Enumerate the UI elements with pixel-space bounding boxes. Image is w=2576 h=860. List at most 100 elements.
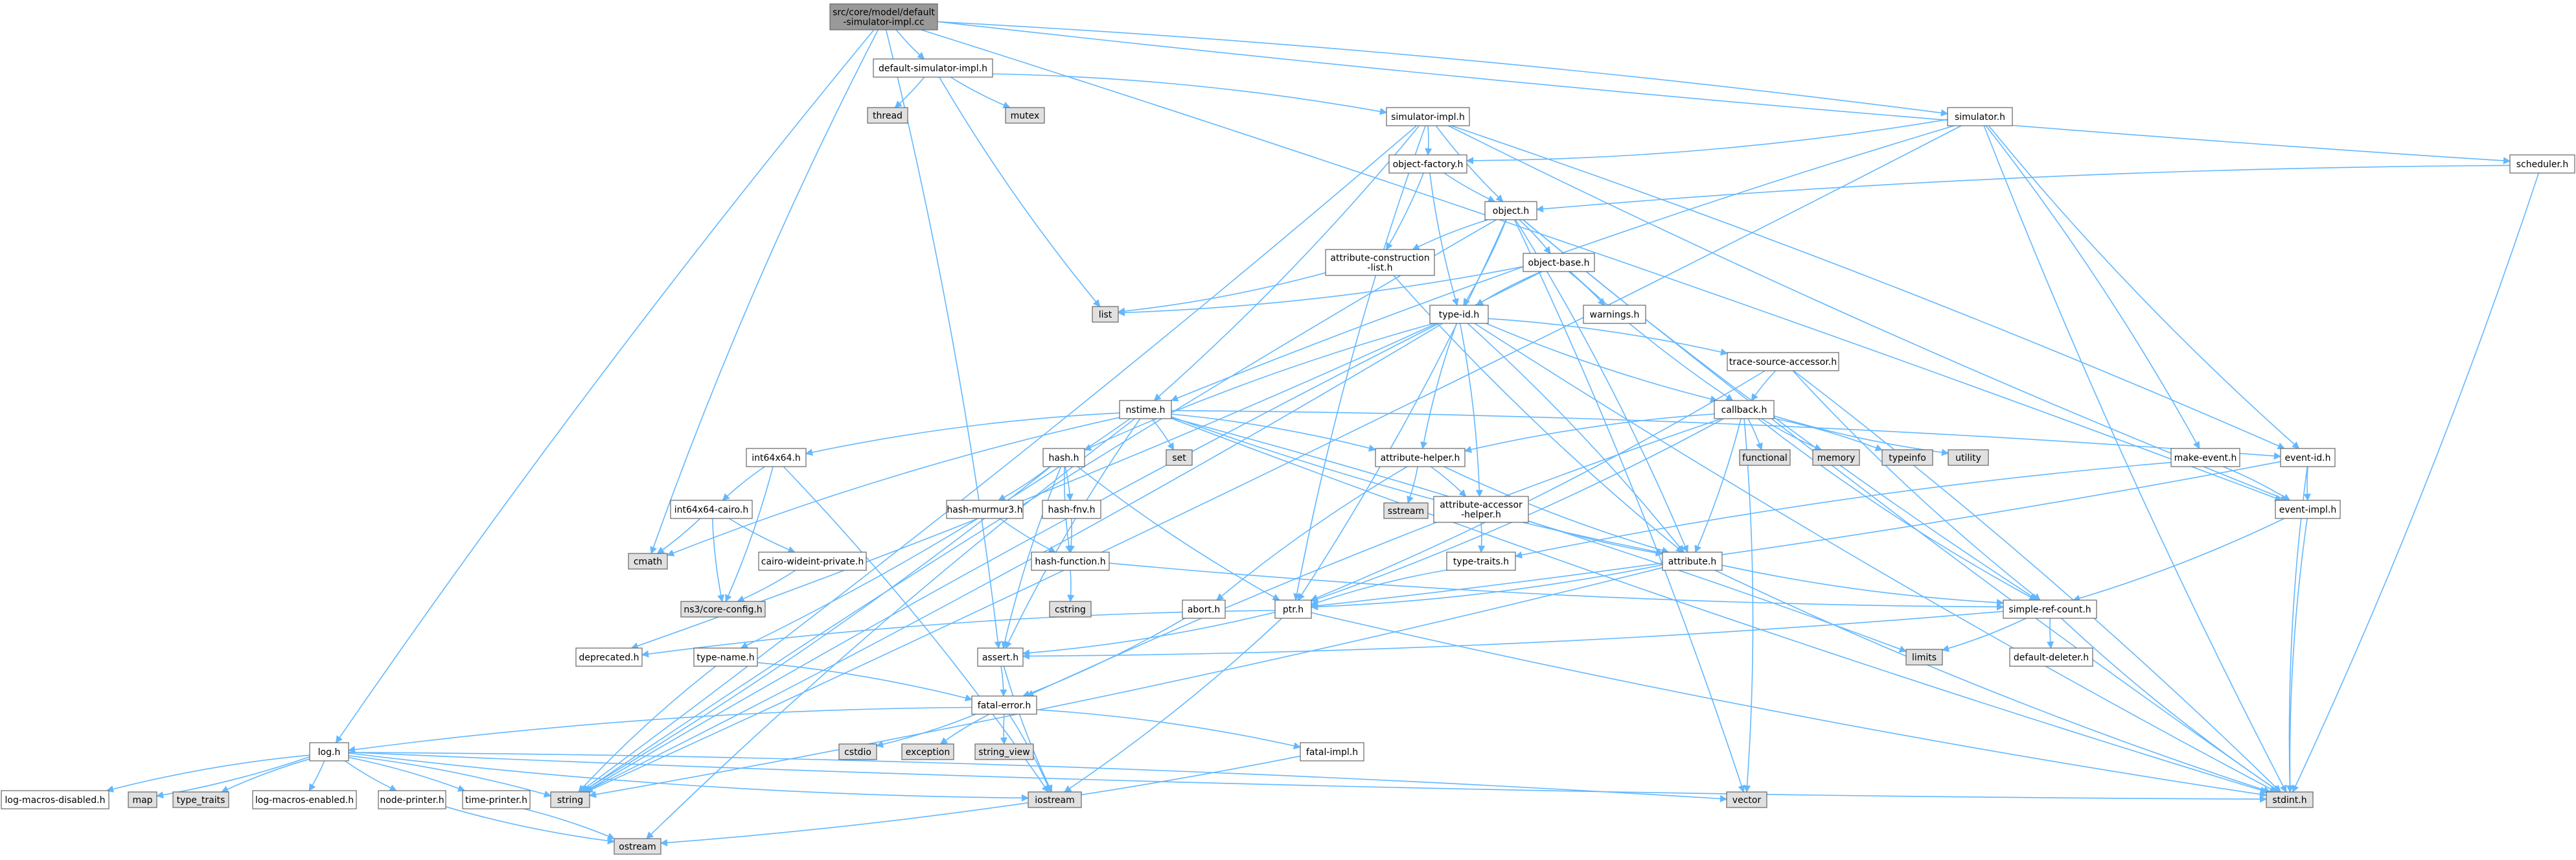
node-node-printer-h[interactable]: node-printer.h [378,790,446,809]
node-deprecated-h[interactable]: deprecated.h [575,647,643,667]
node-box [1881,449,1933,466]
node-box [1739,449,1791,466]
node-label: cstring [1055,605,1086,615]
node-attribute-helper-h[interactable]: attribute-helper.h [1375,448,1466,467]
include-edge-root-to-simulator-h [937,21,1949,117]
node-object-base-h[interactable]: object-base.h [1523,253,1595,272]
node-label: int64x64-cairo.h [674,505,748,515]
node-event-impl-h[interactable]: event-impl.h [2275,500,2341,519]
include-edge-root-to-cmath [650,29,879,555]
node-make-event-h[interactable]: make-event.h [2170,448,2240,467]
node-box [1031,552,1110,571]
include-edge-type-id-h-to-stdint-h [1474,323,2277,793]
node-label: exception [906,747,950,758]
node-label: utility [1955,453,1981,463]
include-edge-nstime-h-to-stdint-h [1171,417,2268,794]
node-warnings-h[interactable]: warnings.h [1583,305,1646,324]
include-edge-assert-h-to-fatal-error-h [1000,666,1007,697]
include-edge-callback-h-to-typeinfo [1773,417,1883,452]
node-simulator-impl-h[interactable]: simulator-impl.h [1386,107,1470,126]
node-fatal-impl-h[interactable]: fatal-impl.h [1300,742,1364,761]
node-log-macros-enabled-h[interactable]: log-macros-enabled.h [252,790,357,809]
node-box [614,838,661,855]
include-edge-callback-h-to-simple-ref-count-h [1758,418,2037,601]
include-edge-callback-h-to-fatal-error-h [1026,418,1722,697]
node-log-macros-disabled-h[interactable]: log-macros-disabled.h [1,790,109,809]
node-box [670,500,753,519]
include-edge-default-simulator-impl-h-to-thread [894,76,925,108]
node-event-id-h[interactable]: event-id.h [2280,448,2336,467]
include-edge-fatal-error-h-to-fatal-impl-h [1036,709,1302,750]
include-edge-callback-h-to-functional [1747,418,1763,451]
include-edge-object-h-to-object-base-h [1519,219,1551,254]
node-box [1274,599,1312,619]
node-hash-h[interactable]: hash.h [1042,448,1085,467]
include-edge-event-impl-h-to-simple-ref-count-h [2073,518,2285,602]
node-callback-h[interactable]: callback.h [1714,400,1775,419]
include-edge-fatal-impl-h-to-ostream [660,755,1301,846]
node-label: type_traits [177,795,225,806]
node-box [1905,649,1943,666]
node-attribute-accessor-helper-h[interactable]: attribute-accessor-helper.h [1433,496,1529,523]
node-label: simulator.h [1955,112,2005,122]
node-box [873,58,993,78]
node-default-simulator-impl-h[interactable]: default-simulator-impl.h [873,58,993,78]
node-type-name-h[interactable]: type-name.h [693,647,758,667]
node-ptr-h[interactable]: ptr.h [1274,599,1312,619]
node-attribute-h[interactable]: attribute.h [1662,552,1723,571]
node-box [1433,496,1529,523]
include-edge-fatal-error-h-to-exception [939,714,990,745]
node-object-factory-h[interactable]: object-factory.h [1388,154,1467,174]
node-type-traits-h[interactable]: type-traits.h [1446,552,1516,571]
include-edge-event-impl-h-to-stdint-h [2286,518,2308,793]
node-label: fatal-error.h [978,701,1031,711]
node-simple-ref-count-h[interactable]: simple-ref-count.h [2003,599,2097,619]
node-abort-h[interactable]: abort.h [1182,599,1226,619]
node-label: -helper.h [1461,510,1501,520]
include-edge-object-factory-h-to-attribute-construction-list-h [1386,172,1424,250]
include-edge-int64x64-cairo-h-to-cmath [656,518,701,554]
include-edge-object-factory-h-to-object-h [1443,172,1496,202]
node-object-h[interactable]: object.h [1484,201,1537,220]
include-edge-nstime-h-to-attribute-h [1171,416,1664,555]
node-box [2280,448,2336,467]
node-label: ptr.h [1283,605,1304,615]
node-hash-function-h[interactable]: hash-function.h [1031,552,1110,571]
include-edge-attribute-construction-list-h-to-list [1117,272,1326,315]
node-trace-source-accessor-h[interactable]: trace-source-accessor.h [1727,352,1839,371]
node-box [1049,601,1092,618]
include-edge-simulator-impl-h-to-event-impl-h [1448,125,2288,502]
node-time-printer-h[interactable]: time-printer.h [462,790,531,809]
node-attribute-construction-list-h[interactable]: attribute-construction-list.h [1325,249,1435,276]
node-simulator-h[interactable]: simulator.h [1947,107,2013,126]
node-nstime-h[interactable]: nstime.h [1119,400,1172,419]
node-root[interactable]: src/core/model/default-simulator-impl.cc [829,3,938,30]
node-type-id-h[interactable]: type-id.h [1429,305,1489,324]
node-int64x64-h[interactable]: int64x64.h [746,448,807,467]
node-label: attribute-construction [1330,253,1429,264]
include-edge-cairo-wideint-private-h-to-core-config-h [737,570,796,603]
include-edge-callback-h-to-utility [1773,415,1949,456]
include-edge-trace-source-accessor-h-to-callback-h [1751,370,1777,401]
node-cstdio: cstdio [838,743,877,760]
include-edge-nstime-h-to-event-id-h [1171,410,2282,460]
node-scheduler-h[interactable]: scheduler.h [2509,154,2575,174]
include-edge-callback-h-to-attribute-helper-h [1464,413,1715,453]
node-default-deleter-h[interactable]: default-deleter.h [2009,647,2093,667]
node-fatal-error-h[interactable]: fatal-error.h [971,695,1037,715]
include-edge-log-h-to-vector [348,752,1728,802]
node-cairo-wideint-private-h[interactable]: cairo-wideint-private.h [758,552,867,571]
node-core-config-h: ns3/core-config.h [680,601,766,618]
node-hash-fnv-h[interactable]: hash-fnv.h [1042,500,1101,519]
node-set: set [1166,449,1193,466]
node-hash-murmur3-h[interactable]: hash-murmur3.h [946,500,1024,519]
node-box [1386,107,1470,126]
node-assert-h[interactable]: assert.h [977,647,1024,667]
node-int64x64-cairo-h[interactable]: int64x64-cairo.h [670,500,753,519]
node-box [680,601,766,618]
include-edge-object-base-h-to-string [584,271,1543,793]
node-log-h[interactable]: log.h [309,742,349,761]
node-box [628,553,668,570]
node-box [1028,791,1082,808]
